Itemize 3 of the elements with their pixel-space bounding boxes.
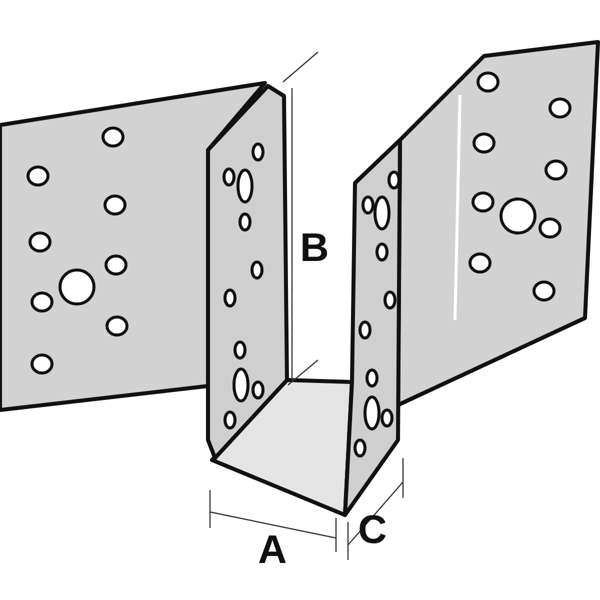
dimension-label: C bbox=[358, 510, 387, 550]
dimension-label: B bbox=[300, 228, 329, 268]
dimension-label: A bbox=[258, 530, 287, 570]
